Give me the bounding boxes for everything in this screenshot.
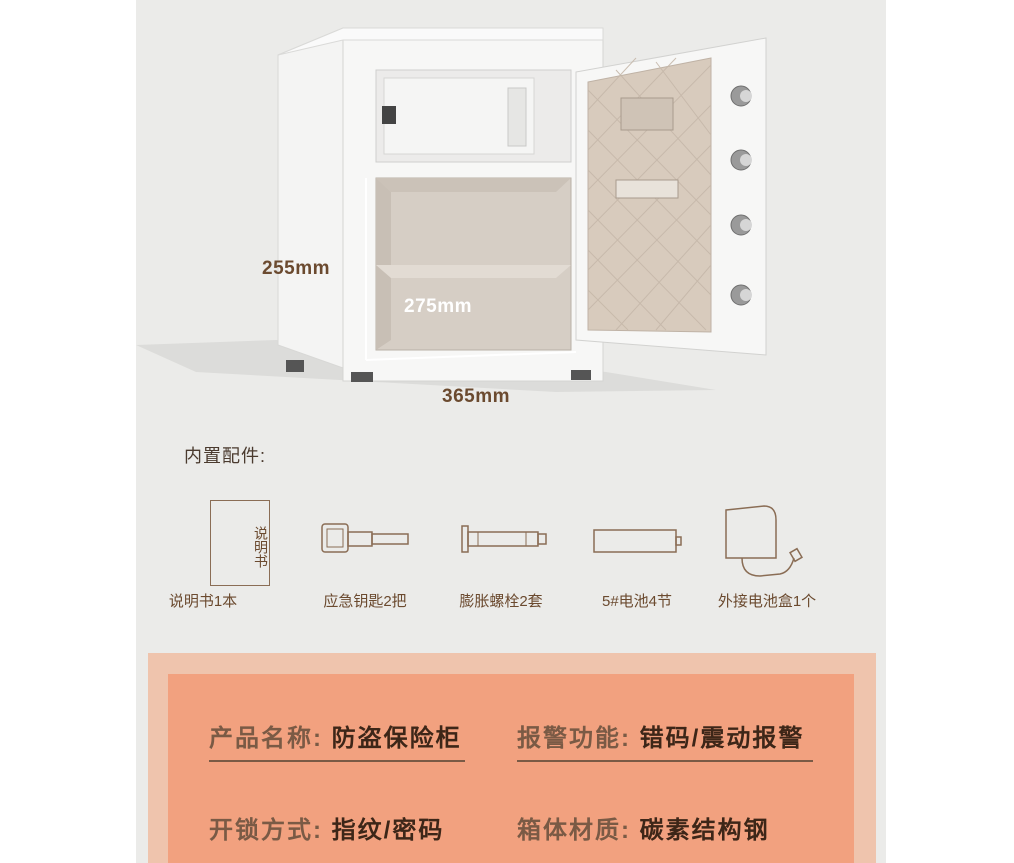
accessory-external-battery-box: 外接电池盒1个 [702,496,832,616]
spec-alarm-function: 报警功能: 错码/震动报警 [517,718,804,753]
external-battery-box-icon [702,496,832,588]
spec-key: 报警功能: [517,725,631,752]
manual-cover-text: 说明书 [253,526,269,568]
spec-value: 错码/震动报警 [639,725,805,752]
spec-underline [209,760,465,762]
accessory-label: 膨胀螺栓2套 [459,593,543,610]
spec-unlock-method: 开锁方式: 指纹/密码 [209,810,444,845]
spec-value: 碳素结构钢 [639,817,770,844]
height-dimension: 255mm [262,258,330,279]
spec-body-material: 箱体材质: 碳素结构钢 [517,810,770,845]
accessory-label: 5#电池4节 [601,593,673,610]
width-dimension: 365mm [442,386,510,407]
accessory-label: 说明书1本 [168,593,238,610]
spec-key: 产品名称: [209,725,323,752]
spec-underline [517,760,813,762]
accessory-expansion-bolt: 膨胀螺栓2套 [436,496,566,616]
battery-icon [572,496,702,588]
spec-key: 箱体材质: [517,817,631,844]
spec-value: 防盗保险柜 [331,725,462,752]
safe-illustration: 255mm 275mm 365mm [136,0,886,420]
spec-section [168,674,854,863]
spec-value: 指纹/密码 [331,817,445,844]
accessory-label: 应急钥匙2把 [323,593,407,610]
manual-icon: 说明书 [138,496,270,588]
accessory-emergency-key: 应急钥匙2把 [300,496,430,616]
safe-image [136,27,767,392]
spec-product-name: 产品名称: 防盗保险柜 [209,718,462,753]
depth-dimension: 275mm [404,296,472,317]
accessory-manual: 说明书 说明书1本 [138,496,270,616]
expansion-bolt-icon [436,496,566,588]
spec-key: 开锁方式: [209,817,323,844]
accessories-title: 内置配件: [184,446,267,466]
accessory-battery: 5#电池4节 [572,496,702,616]
accessory-label: 外接电池盒1个 [717,593,817,610]
emergency-key-icon [300,496,430,588]
